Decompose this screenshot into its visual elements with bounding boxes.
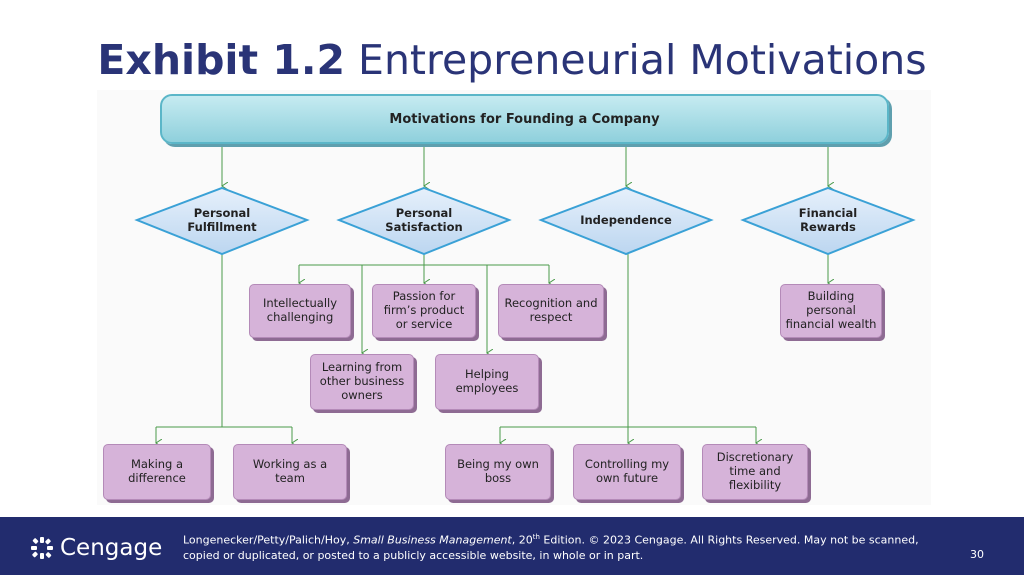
box-label: Building personal financial wealth bbox=[785, 289, 877, 331]
box-label: Working as a team bbox=[252, 457, 328, 485]
copyright-notice: Longenecker/Petty/Palich/Hoy, Small Busi… bbox=[183, 533, 923, 563]
diamond-financial-rewards bbox=[740, 186, 916, 256]
box-building-wealth: Building personal financial wealth bbox=[780, 284, 882, 338]
box-label: Being my own boss bbox=[457, 457, 539, 485]
box-label: Passion for firm’s product or service bbox=[383, 289, 465, 331]
category-line2: Fulfillment bbox=[187, 220, 257, 235]
box-intellectually-challenging: Intellectually challenging bbox=[249, 284, 351, 338]
root-box: Motivations for Founding a Company bbox=[160, 94, 889, 144]
box-making-difference: Making a difference bbox=[103, 444, 211, 500]
brand-name: Cengage bbox=[60, 535, 163, 561]
category-line1: Independence bbox=[580, 213, 672, 227]
citation-book-title: Small Business Management bbox=[353, 533, 512, 547]
box-label: Intellectually challenging bbox=[262, 296, 338, 324]
diamond-independence bbox=[538, 186, 714, 256]
diamond-personal-fulfillment bbox=[134, 186, 310, 256]
citation-authors: Longenecker/Petty/Palich/Hoy, bbox=[183, 533, 354, 547]
citation-rights: Edition. © 2023 Cengage. All Rights Rese… bbox=[183, 533, 919, 562]
box-controlling-future: Controlling my own future bbox=[573, 444, 681, 500]
root-label: Motivations for Founding a Company bbox=[389, 111, 660, 127]
footer-bar: Cengage Longenecker/Petty/Palich/Hoy, Sm… bbox=[0, 517, 1024, 575]
box-label: Discretionary time and flexibility bbox=[716, 450, 794, 492]
cengage-star-icon bbox=[31, 537, 53, 559]
box-being-boss: Being my own boss bbox=[445, 444, 551, 500]
diamond-personal-satisfaction bbox=[336, 186, 512, 256]
category-line2: Satisfaction bbox=[385, 220, 463, 235]
category-label-financial-rewards: Financial Rewards bbox=[763, 206, 893, 235]
box-learning: Learning from other business owners bbox=[310, 354, 414, 410]
slide-title: Exhibit 1.2 Entrepreneurial Motivations bbox=[0, 36, 1024, 84]
box-recognition: Recognition and respect bbox=[498, 284, 604, 338]
cengage-logo: Cengage bbox=[30, 535, 162, 561]
box-discretionary: Discretionary time and flexibility bbox=[702, 444, 808, 500]
category-line1: Personal bbox=[193, 206, 251, 220]
category-label-personal-fulfillment: Personal Fulfillment bbox=[157, 206, 287, 235]
box-working-team: Working as a team bbox=[233, 444, 347, 500]
box-label: Controlling my own future bbox=[584, 457, 670, 485]
category-label-personal-satisfaction: Personal Satisfaction bbox=[359, 206, 489, 235]
citation-edition: , 20 bbox=[511, 533, 533, 547]
box-label: Recognition and respect bbox=[504, 296, 598, 324]
page-number: 30 bbox=[970, 548, 984, 561]
box-passion: Passion for firm’s product or service bbox=[372, 284, 476, 338]
citation-edition-suffix: th bbox=[532, 533, 540, 541]
box-label: Making a difference bbox=[128, 457, 186, 485]
category-line1: Financial bbox=[798, 206, 858, 220]
box-label: Helping employees bbox=[455, 367, 519, 395]
title-exhibit-number: Exhibit 1.2 bbox=[97, 36, 345, 84]
category-label-independence: Independence bbox=[561, 213, 691, 227]
category-line2: Rewards bbox=[800, 220, 856, 235]
box-label: Learning from other business owners bbox=[319, 360, 405, 402]
title-text: Entrepreneurial Motivations bbox=[345, 36, 927, 84]
category-line1: Personal bbox=[395, 206, 453, 220]
box-helping: Helping employees bbox=[435, 354, 539, 410]
